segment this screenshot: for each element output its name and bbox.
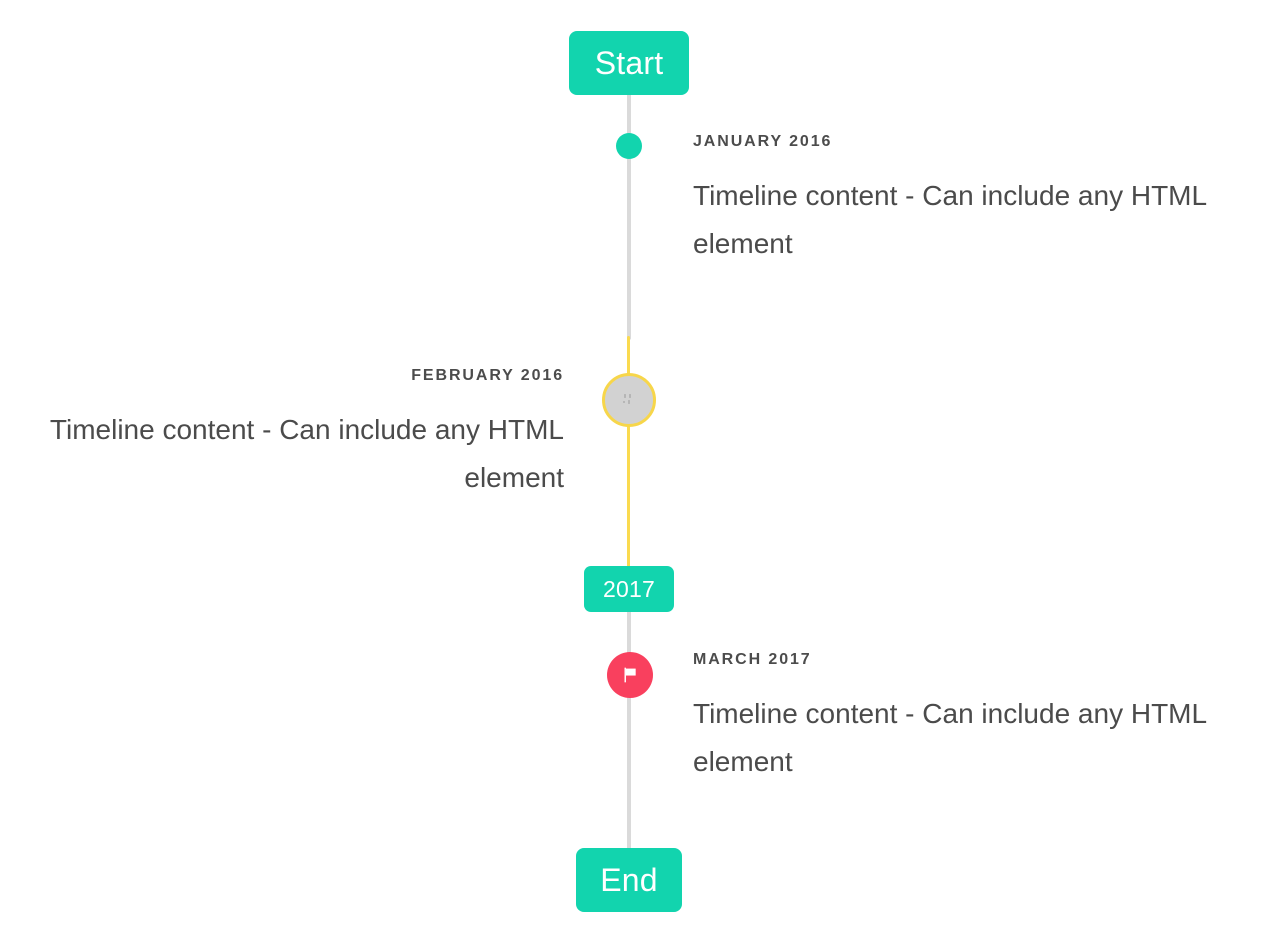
timeline-marker-january[interactable] [616, 133, 642, 159]
timeline-marker-february[interactable] [602, 373, 656, 427]
timeline-entry-date: March 2017 [693, 651, 812, 668]
timeline-end-badge[interactable]: End [576, 848, 682, 912]
timeline-entry-body: Timeline content - Can include any HTML … [693, 180, 1207, 260]
timeline-entry-body: Timeline content - Can include any HTML … [693, 698, 1207, 778]
timeline-start-badge[interactable]: Start [569, 31, 689, 95]
timeline-entry-march: March 2017 Timeline content - Can includ… [693, 652, 1223, 786]
timeline-rail-segment-gray-top [627, 92, 631, 340]
broken-image-icon [623, 394, 631, 404]
timeline-entry-date: January 2016 [693, 133, 833, 150]
timeline-rail-segment-yellow [627, 336, 630, 570]
timeline-entry-january: January 2016 Timeline content - Can incl… [693, 134, 1223, 268]
timeline-entry-date: February 2016 [411, 367, 564, 384]
timeline-entry-february: February 2016 Timeline content - Can inc… [34, 368, 564, 502]
timeline-entry-body: Timeline content - Can include any HTML … [49, 414, 564, 494]
flag-icon [624, 667, 636, 683]
timeline-marker-march[interactable] [607, 652, 653, 698]
timeline-rail-segment-gray-bottom [627, 609, 631, 852]
timeline-year-badge-2017[interactable]: 2017 [584, 566, 674, 612]
